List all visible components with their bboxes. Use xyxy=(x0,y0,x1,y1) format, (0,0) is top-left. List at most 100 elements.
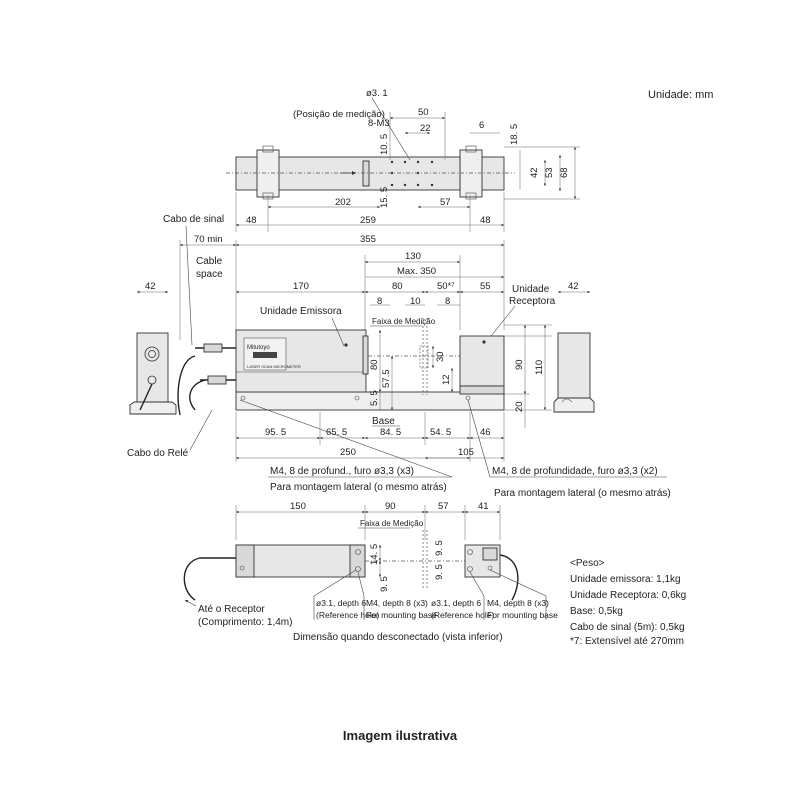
dim-65-5: 65. 5 xyxy=(326,427,347,438)
dim-12: 12 xyxy=(441,374,452,385)
dim-355: 355 xyxy=(360,234,376,245)
dim-95-5: 95. 5 xyxy=(265,427,286,438)
dim-90-bottom: 90 xyxy=(385,501,396,512)
top-view-right-clamp xyxy=(459,149,483,198)
label-unidade-receptora-2: Receptora xyxy=(509,296,556,307)
dim-90-vertical: 90 xyxy=(514,359,525,370)
dim-30: 30 xyxy=(435,351,446,362)
dim-48-left: 48 xyxy=(246,215,257,226)
dim-54-5: 54. 5 xyxy=(430,427,451,438)
ref-hole-right-2: (Reference hole) xyxy=(431,610,494,620)
dim-8-b: 8 xyxy=(445,296,450,307)
top-view-left-clamp xyxy=(256,149,280,198)
unit-note: Unidade: mm xyxy=(648,89,713,101)
note-m4-right: M4, 8 de profundidade, furo ø3,3 (x2) xyxy=(492,466,658,477)
label-base: Base xyxy=(372,416,395,427)
dim-42-left-end: 42 xyxy=(145,281,156,292)
svg-text:Mitutoyo: Mitutoyo xyxy=(247,345,270,351)
dim-57: 57 xyxy=(440,197,451,208)
dim-130: 130 xyxy=(405,251,421,262)
dim-14-5: 14. 5 xyxy=(369,544,380,565)
ref-hole-left-2: (Reference hole) xyxy=(316,610,379,620)
label-cabo-rele: Cabo do Relé xyxy=(127,448,189,459)
dim-250: 250 xyxy=(340,447,356,458)
label-cabo-sinal: Cabo de sinal xyxy=(163,214,224,225)
dim-70-min: 70 min xyxy=(194,234,223,245)
dim-10-5: 10. 5 xyxy=(379,134,390,155)
dim-8-a: 8 xyxy=(377,296,382,307)
label-unidade-receptora-1: Unidade xyxy=(512,284,550,295)
weights-title: <Peso> xyxy=(570,558,605,569)
dim-68: 68 xyxy=(559,167,570,178)
dim-53: 53 xyxy=(544,167,555,178)
label-cable-space-1: Cable xyxy=(196,256,223,267)
footer-caption: Imagem ilustrativa xyxy=(343,728,458,743)
emitter-end-view xyxy=(136,332,169,403)
dim-46: 46 xyxy=(480,427,491,438)
measuring-range-box xyxy=(419,345,429,369)
dim-6: 6 xyxy=(479,120,484,131)
front-view: Cabo de sinal 70 min 355 Cable space 130… xyxy=(127,214,671,499)
dim-57-5: 57.5 xyxy=(381,370,392,389)
dim-max-350: Max. 350 xyxy=(397,266,436,277)
dim-55: 55 xyxy=(480,281,491,292)
dim-84-5: 84. 5 xyxy=(380,427,401,438)
dim-170: 170 xyxy=(293,281,309,292)
dim-80: 80 xyxy=(392,281,403,292)
dim-10: 10 xyxy=(410,296,421,307)
mount-left-2: For mounting base xyxy=(366,610,437,620)
label-ate-receptor: Até o Receptor xyxy=(198,604,265,615)
weight-cabo: Cabo de sinal (5m): 0,5kg xyxy=(570,622,685,633)
dim-41: 41 xyxy=(478,501,489,512)
dim-22: 22 xyxy=(420,123,431,134)
label-faixa-medicao-bottom: Faixa de Medição xyxy=(360,519,424,528)
dim-110: 110 xyxy=(534,360,545,375)
label-8-m3: 8-M3 xyxy=(368,118,390,129)
dim-259: 259 xyxy=(360,215,376,226)
dim-9-5-c: 9. 5 xyxy=(434,564,445,580)
dim-80-vertical: 80 xyxy=(369,359,380,370)
dim-hole-diameter: ø3. 1 xyxy=(366,88,388,99)
weights-block: <Peso> Unidade emissora: 1,1kg Unidade R… xyxy=(570,558,686,647)
dim-50-ext: 50*⁷ xyxy=(437,281,455,292)
dim-48-right: 48 xyxy=(480,215,491,226)
svg-text:LASER SCAN MICROMETER: LASER SCAN MICROMETER xyxy=(247,364,301,369)
note-extensivel: *7: Extensível até 270mm xyxy=(570,636,684,647)
receiver-unit xyxy=(459,335,505,387)
receiver-end-view xyxy=(557,332,591,399)
dim-5-5: 5. 5 xyxy=(369,390,380,406)
note-m4-left-2: Para montagem lateral (o mesmo atrás) xyxy=(270,482,447,493)
note-m4-right-2: Para montagem lateral (o mesmo atrás) xyxy=(494,488,671,499)
dim-50: 50 xyxy=(418,107,429,118)
mount-left-1: M4, depth 8 (x3) xyxy=(366,598,428,608)
dim-105: 105 xyxy=(458,447,474,458)
label-comprimento: (Comprimento: 1,4m) xyxy=(198,617,292,628)
label-cable-space-2: space xyxy=(196,269,223,280)
weight-base: Base: 0,5kg xyxy=(570,606,623,617)
top-view: ø3. 1 (Posição de medição) 8-M3 50 22 6 … xyxy=(226,88,580,232)
label-dimensao-desconectado: Dimensão quando desconectado (vista infe… xyxy=(293,632,503,643)
top-view-body xyxy=(235,156,505,191)
mount-right-2: For mounting base xyxy=(487,610,558,620)
dim-42: 42 xyxy=(529,167,540,178)
base-plate xyxy=(235,391,505,411)
bottom-view: 150 90 57 41 Faixa de Medição 14. 5 9. 5… xyxy=(183,501,558,643)
note-m4-left: M4, 8 de profund., furo ø3,3 (x3) xyxy=(270,466,414,477)
dim-9-5-a: 9. 5 xyxy=(379,576,390,592)
mounting-holes xyxy=(390,160,434,187)
label-faixa-medicao: Faixa de Medição xyxy=(372,317,436,326)
dim-42-right-end: 42 xyxy=(568,281,579,292)
dim-202: 202 xyxy=(335,197,351,208)
weight-emissora: Unidade emissora: 1,1kg xyxy=(570,574,681,585)
dim-18-5: 18. 5 xyxy=(509,124,520,145)
ref-hole-right-1: ø3.1, depth 6 xyxy=(431,598,481,608)
label-posicao-medicao: (Posição de medição) xyxy=(293,109,385,120)
emitter-bottom xyxy=(235,544,366,578)
dim-150: 150 xyxy=(290,501,306,512)
ref-hole-left-1: ø3.1, depth 6 xyxy=(316,598,366,608)
dim-15-5: 15. 5 xyxy=(379,187,390,208)
dim-57-bottom: 57 xyxy=(438,501,449,512)
dim-20: 20 xyxy=(514,401,525,412)
weight-receptora: Unidade Receptora: 0,6kg xyxy=(570,590,686,601)
